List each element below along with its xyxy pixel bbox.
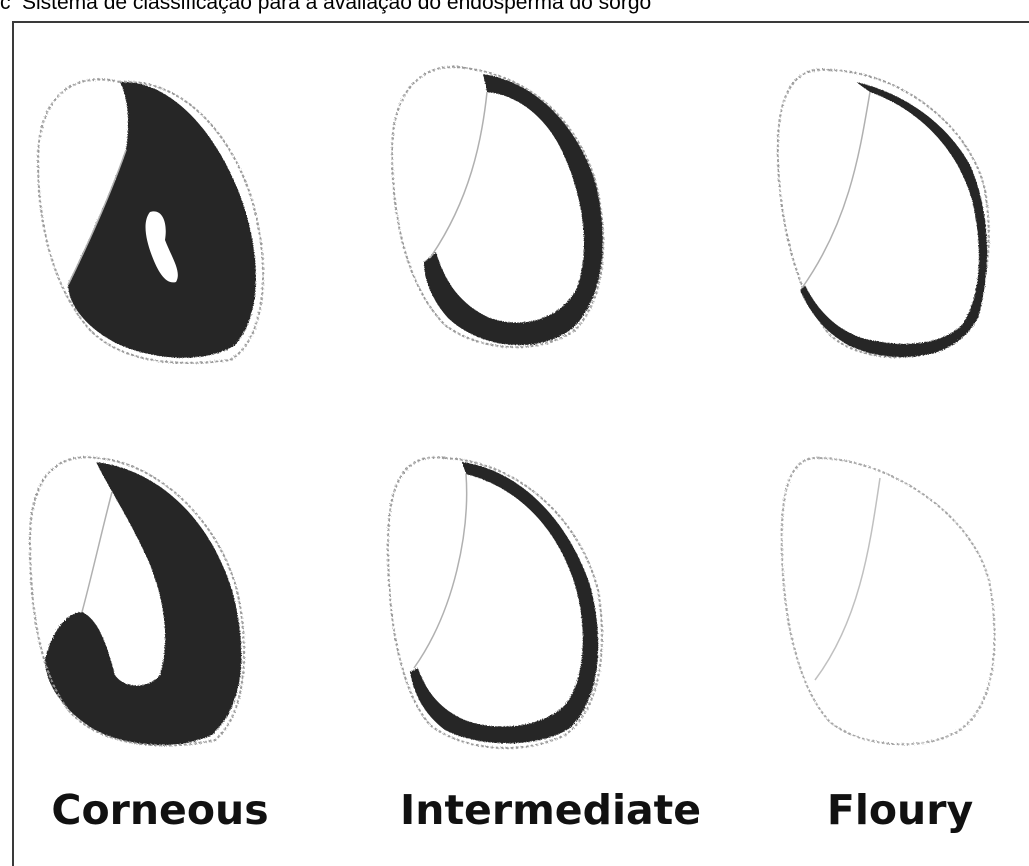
seed-intermediate-2	[388, 457, 602, 748]
label-corneous: Corneous	[40, 785, 280, 835]
seed-corneous-2-germ-line	[82, 492, 112, 612]
seed-floury-1-rim	[800, 82, 987, 357]
seed-intermediate-1-germ-line	[430, 92, 487, 258]
label-floury: Floury	[820, 785, 980, 835]
seed-intermediate-2-germ-line	[414, 474, 467, 668]
seed-corneous-2	[30, 457, 244, 745]
seed-floury-2-germ-line	[815, 478, 880, 680]
seed-floury-1-germ-line	[802, 92, 870, 288]
label-intermediate: Intermediate	[400, 785, 700, 835]
seed-floury-2-outline	[782, 458, 995, 744]
seed-floury-2	[782, 458, 995, 744]
seed-floury-1-outline	[778, 70, 989, 358]
seed-corneous-1	[38, 79, 263, 363]
seed-intermediate-1	[392, 67, 603, 347]
seed-floury-1	[778, 70, 989, 358]
seed-corneous-2-fill	[45, 462, 241, 745]
seed-intermediate-1-rim	[424, 74, 603, 345]
seed-intermediate-2-rim	[410, 462, 598, 743]
